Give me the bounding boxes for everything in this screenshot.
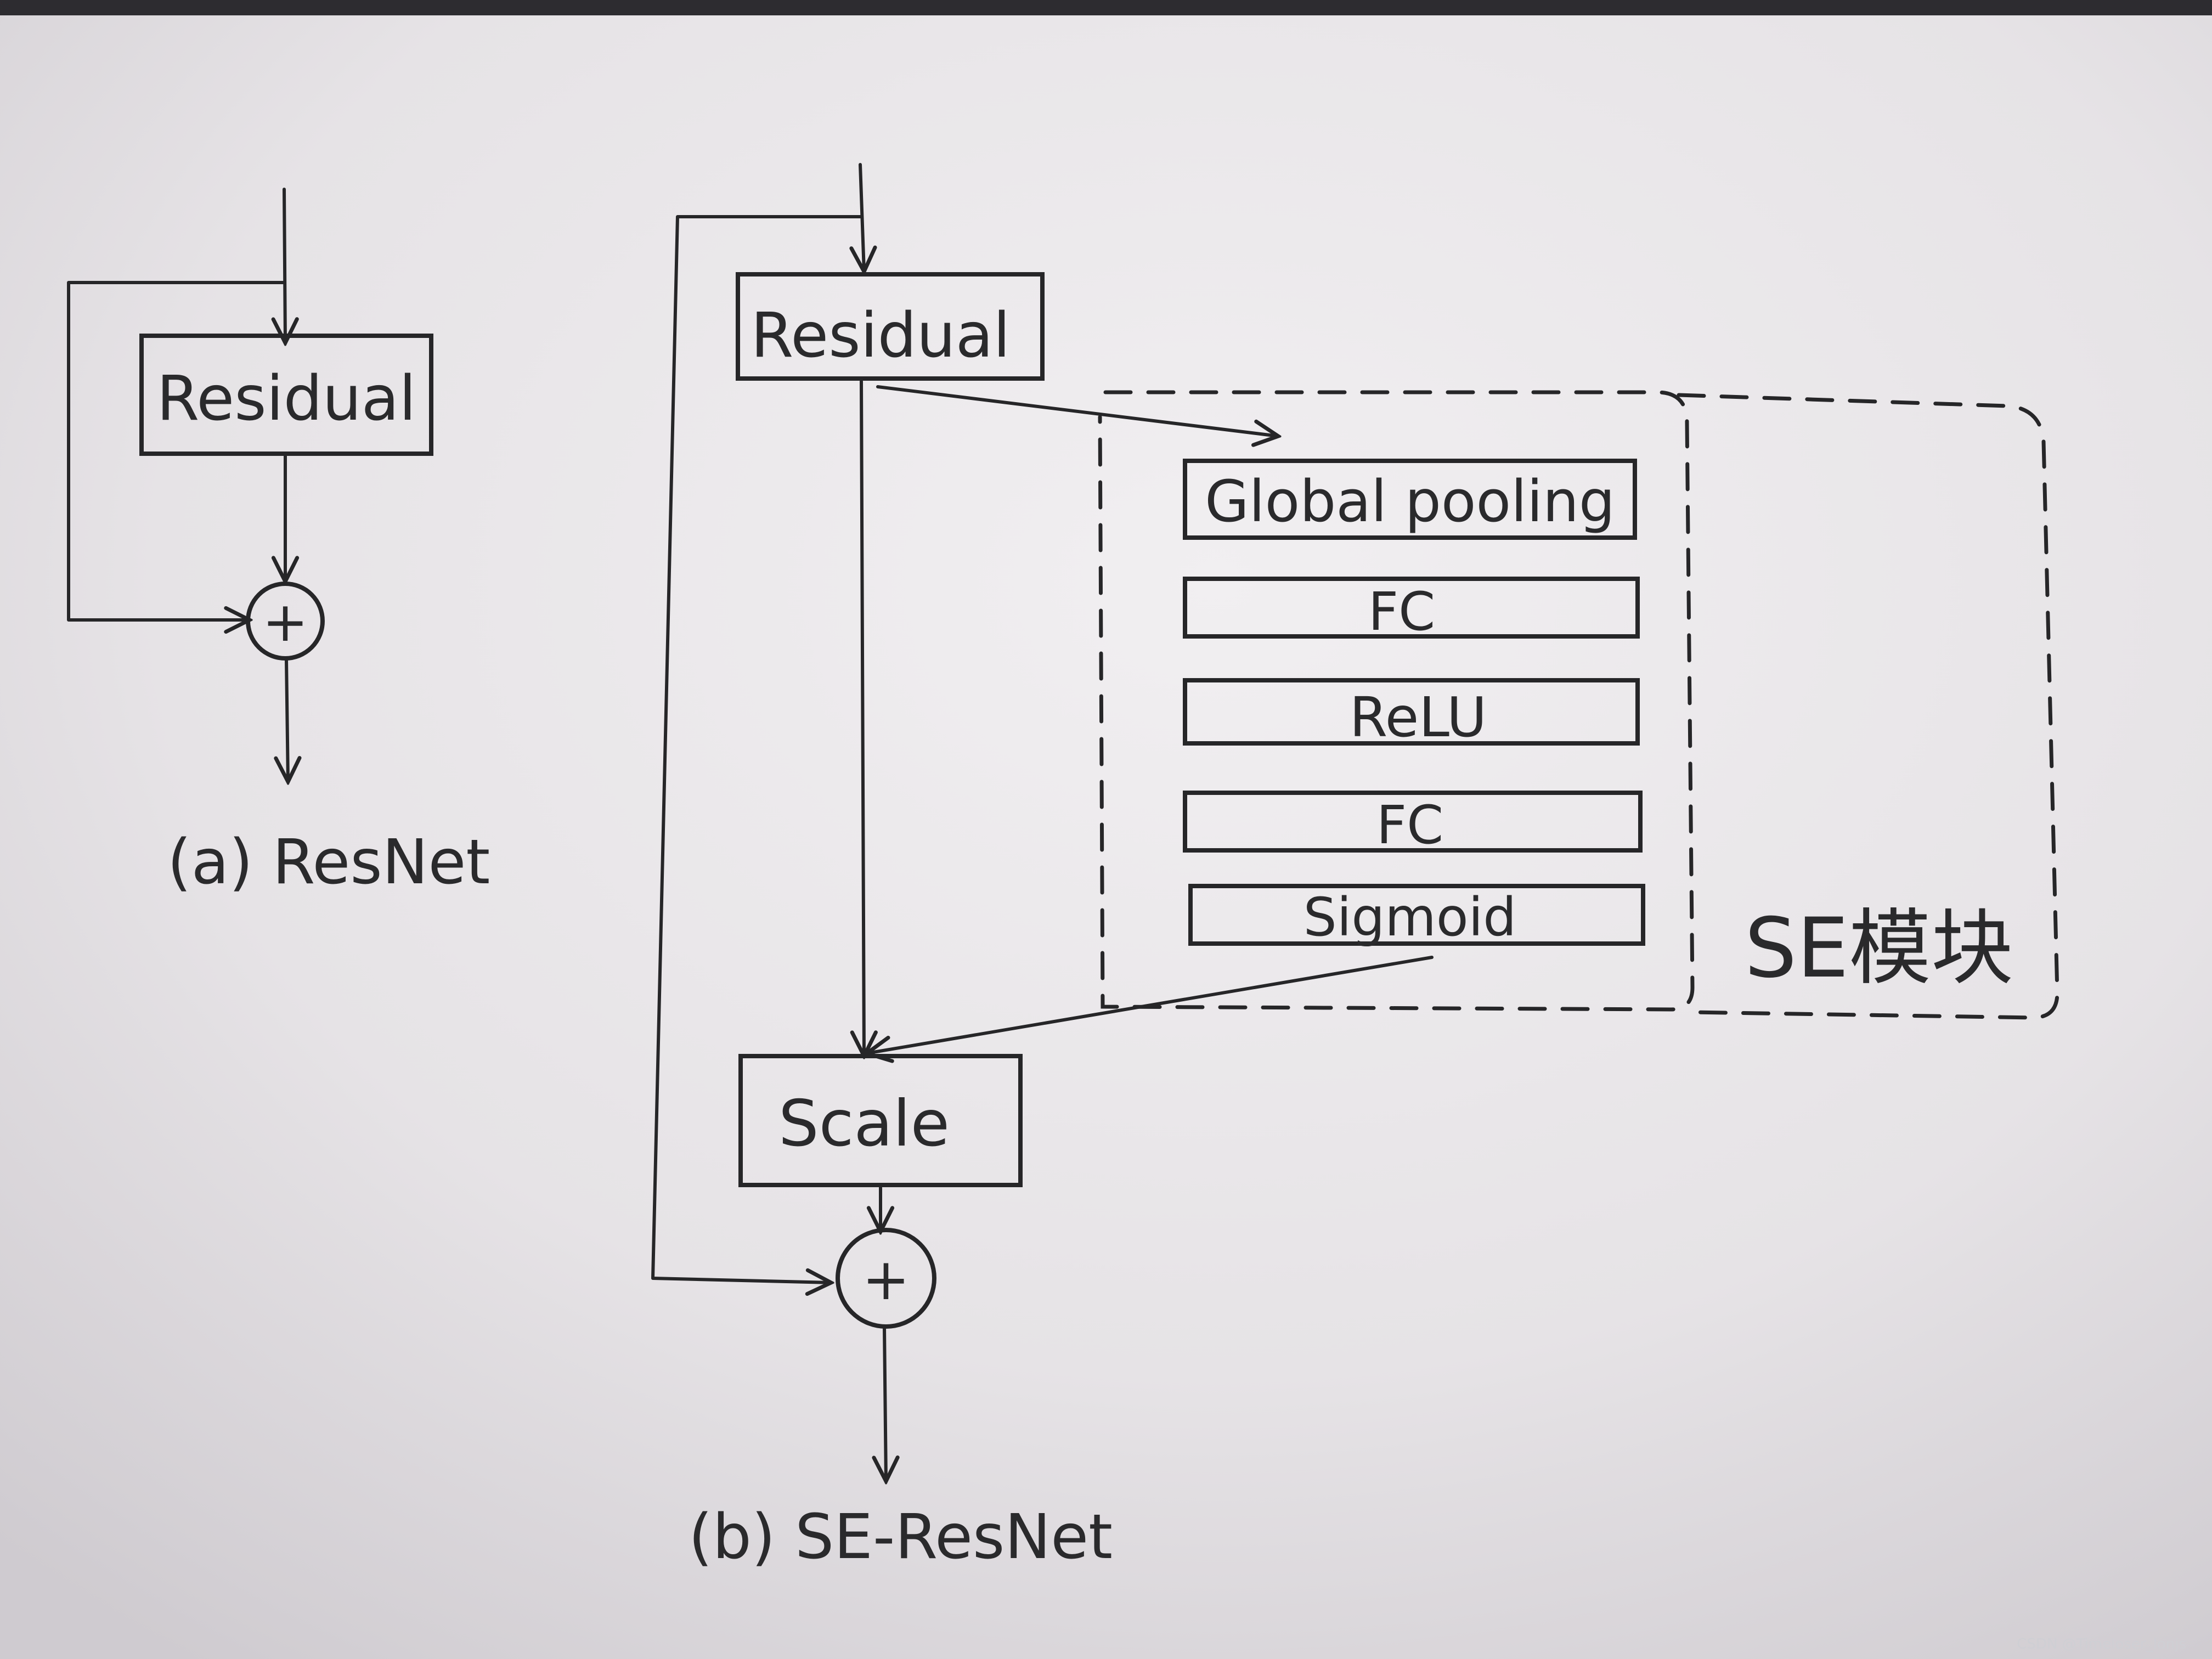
resnet-plus-symbol: + bbox=[262, 590, 308, 654]
se-sum-node bbox=[836, 1228, 936, 1329]
paper-top-edge bbox=[0, 0, 2212, 15]
resnet-residual-label: Residual bbox=[157, 363, 416, 435]
resnet-caption: (a) ResNet bbox=[167, 827, 490, 898]
se-layer-global-pooling-label: Global pooling bbox=[1205, 468, 1615, 535]
se-label-outline bbox=[1677, 393, 2059, 1020]
se-skip-connection bbox=[651, 215, 862, 1283]
se-scale-box bbox=[738, 1054, 1023, 1187]
resnet-skip-connection bbox=[67, 281, 286, 620]
se-layer-fc1-label: FC bbox=[1368, 581, 1435, 642]
resnet-output-arrow bbox=[286, 658, 288, 782]
se-resnet-diagram: Residual Global pooling FC ReLU FC Sigmo… bbox=[651, 163, 2059, 1573]
se-layer-stack: Global pooling FC ReLU FC Sigmoid bbox=[1183, 459, 1645, 948]
resnet-diagram: Residual + (a) ResNet bbox=[67, 188, 490, 898]
se-block-outline bbox=[1098, 390, 1695, 1012]
resnet-residual-box bbox=[139, 334, 433, 456]
watermark-text: CSDN @Timeloser_lonjs bbox=[2017, 1636, 2186, 1652]
se-input-arrow bbox=[860, 163, 864, 272]
se-layer-sigmoid-box bbox=[1188, 884, 1645, 946]
se-layer-global-pooling-box bbox=[1183, 459, 1637, 540]
se-layer-relu-box bbox=[1183, 678, 1640, 746]
se-plus-symbol: + bbox=[862, 1246, 910, 1313]
resnet-input-arrow bbox=[284, 188, 285, 343]
se-residual-box bbox=[736, 272, 1045, 381]
se-resnet-caption: (b) SE-ResNet bbox=[689, 1502, 1113, 1573]
se-layer-fc1-box bbox=[1183, 577, 1640, 639]
se-scale-label: Scale bbox=[778, 1087, 950, 1161]
se-output-arrow bbox=[884, 1326, 886, 1481]
se-residual-to-se-block-arrow bbox=[876, 385, 1278, 436]
se-block-label: SE模块 bbox=[1745, 901, 2013, 996]
se-layer-fc2-label: FC bbox=[1376, 794, 1443, 856]
se-residual-to-scale-arrow bbox=[861, 380, 864, 1056]
se-residual-label: Residual bbox=[751, 300, 1011, 371]
se-layer-relu-label: ReLU bbox=[1350, 685, 1487, 749]
se-layer-sigmoid-label: Sigmoid bbox=[1304, 887, 1516, 948]
se-block-to-scale-arrow bbox=[867, 956, 1434, 1053]
se-layer-fc2-box bbox=[1183, 791, 1643, 853]
